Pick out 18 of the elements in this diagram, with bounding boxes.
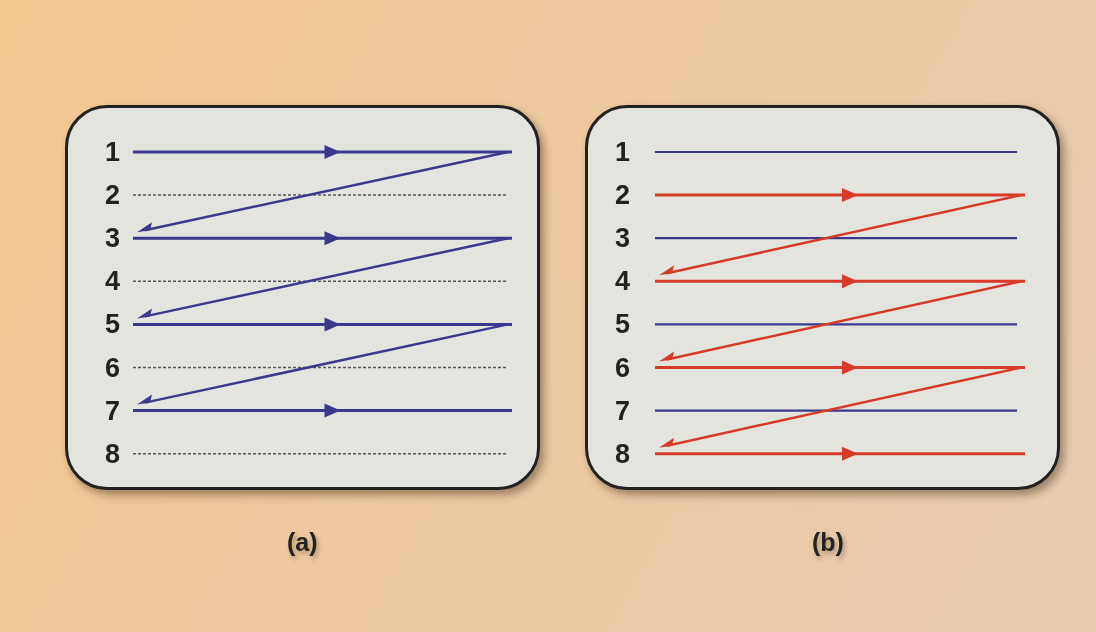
line-number: 5 xyxy=(615,311,631,339)
line-number: 4 xyxy=(615,268,631,296)
line-number: 6 xyxy=(105,354,121,382)
line-number: 6 xyxy=(615,354,631,382)
line-number: 2 xyxy=(615,182,631,210)
line-number: 1 xyxy=(615,139,631,166)
line-number: 8 xyxy=(105,440,121,468)
line-number: 3 xyxy=(615,225,631,253)
line-number: 7 xyxy=(105,397,121,425)
panel-caption: (a) xyxy=(287,528,318,557)
panel-caption: (b) xyxy=(812,528,844,557)
line-number: 7 xyxy=(615,397,631,425)
line-number: 4 xyxy=(105,268,121,296)
line-number: 5 xyxy=(105,311,121,339)
line-number: 8 xyxy=(615,440,631,468)
line-number: 2 xyxy=(105,182,121,210)
line-number: 3 xyxy=(105,225,121,253)
line-number: 1 xyxy=(105,139,121,166)
